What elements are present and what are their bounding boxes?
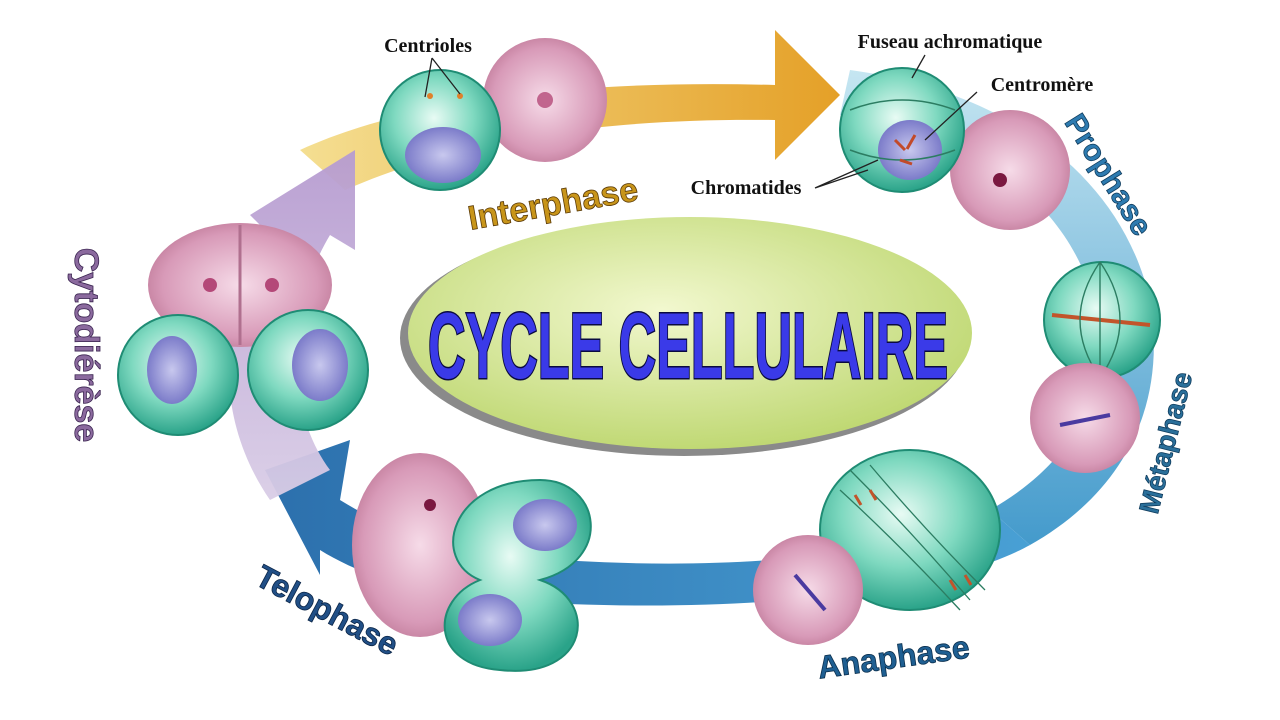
telophase-cells [352,453,592,672]
telophase-micrograph [352,453,488,637]
annotation-lines [424,54,978,189]
title-ellipse: CYCLE CELLULAIRE [400,217,980,462]
right-band [840,70,1154,545]
label-chromatides: Chromatides [691,177,802,199]
label-centromere: Centromère [991,74,1094,96]
label-anaphase: Anaphase [815,629,971,686]
metaphase-cells [1030,261,1161,473]
diagram-title: CYCLE CELLULAIRE [428,293,948,398]
label-cytodierese: Cytodiérèse [67,248,105,443]
anaphase-cells [753,449,1001,645]
cytodierese-cells [117,223,369,436]
interphase-cells [379,38,607,191]
prophase-cells [839,67,1070,230]
label-fuseau-achromatique: Fuseau achromatique [858,31,1043,53]
anaphase-cell [819,449,1001,611]
prophase-micrograph [950,110,1070,230]
label-centrioles: Centrioles [384,35,472,57]
